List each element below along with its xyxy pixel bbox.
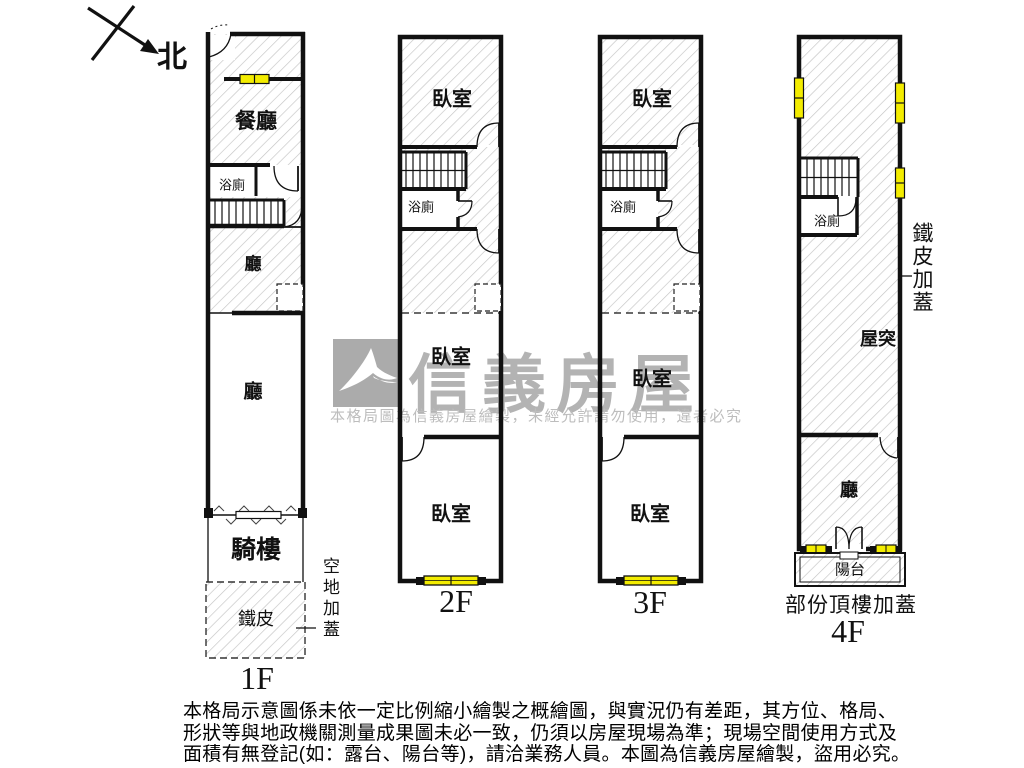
room-label-2f-bed-mid: 臥室 bbox=[431, 346, 471, 369]
door-2f-bath bbox=[457, 200, 473, 218]
window-4f-left bbox=[793, 77, 805, 119]
floor-caption-3f: 3F bbox=[633, 584, 667, 620]
plan-4f bbox=[793, 34, 912, 587]
room-label-4f-bath: 浴廁 bbox=[813, 213, 841, 229]
door-3f-top bbox=[676, 122, 700, 148]
balcony-4f bbox=[794, 551, 906, 587]
door-1f-bath bbox=[273, 165, 299, 192]
door-1f-stairs bbox=[283, 204, 303, 228]
disclaimer-line-2: 形狀等與地政機關測量成果圖未必一致，仍須以房屋現場為準；現場空間使用方式及 bbox=[183, 722, 898, 744]
window-4f-right-lower bbox=[894, 167, 906, 199]
room-label-1f-dining: 餐廳 bbox=[235, 110, 277, 133]
door-3f-mid bbox=[676, 228, 700, 254]
disclaimer-line-3: 面積有無登記(如：露台、陽台等)，請洽業務人員。本圖為信義房屋繪製，盜用必究。 bbox=[183, 744, 911, 765]
room-label-2f-bed-low: 臥室 bbox=[431, 503, 471, 526]
stairs-3f bbox=[600, 150, 668, 191]
window-3f-front bbox=[616, 575, 686, 586]
floor-caption-4f: 4F bbox=[831, 613, 865, 649]
stairs-1f bbox=[208, 198, 286, 229]
door-2f-top bbox=[476, 122, 500, 148]
plan-3f bbox=[597, 34, 704, 586]
room-label-4f-roof: 屋突 bbox=[860, 329, 896, 349]
watermark-brand: 信義房屋 bbox=[408, 349, 704, 421]
side-note-4f: 鐵皮加蓋 bbox=[910, 222, 933, 314]
room-label-4f-balcony: 陽台 bbox=[834, 561, 866, 579]
door-entry-1f bbox=[208, 24, 232, 58]
stairs-2f bbox=[400, 150, 468, 191]
watermark-notice: 本格局圖為信義房屋繪製，未經允許請勿使用，違者必究 bbox=[330, 408, 743, 425]
room-label-3f-bed-mid: 臥室 bbox=[632, 368, 672, 391]
stairs-4f bbox=[801, 156, 860, 199]
disclaimer-text: 本格局示意圖係未依一定比例縮小繪製之概繪圖，與實況仍有差距，其方位、格局、 形狀… bbox=[183, 701, 910, 766]
north-arrow-icon bbox=[87, 5, 159, 61]
door-2f-mid bbox=[476, 228, 500, 254]
room-label-1f-hall-upper: 廳 bbox=[244, 254, 262, 274]
window-2f-front bbox=[416, 575, 486, 586]
north-label: 北 bbox=[157, 41, 187, 74]
room-label-2f-bath: 浴廁 bbox=[407, 199, 435, 215]
door-4f-hall bbox=[879, 436, 899, 459]
floor-caption-1f: 1F bbox=[240, 660, 274, 696]
caption-4f-rooftop: 部份頂樓加蓋 bbox=[785, 594, 917, 617]
room-label-1f-arcade: 騎樓 bbox=[230, 536, 282, 564]
plan-1f bbox=[204, 24, 316, 659]
door-3f-bath bbox=[657, 200, 673, 218]
sinyi-logo-icon bbox=[333, 339, 401, 407]
window-4f-right-upper bbox=[894, 82, 906, 124]
logo-swoosh bbox=[339, 348, 397, 391]
room-label-1f-metal: 鐵皮 bbox=[238, 609, 274, 629]
room-label-3f-bed-top: 臥室 bbox=[632, 88, 672, 111]
room-label-3f-bath: 浴廁 bbox=[609, 199, 637, 215]
room-label-4f-hall: 廳 bbox=[840, 480, 858, 500]
metal-annex-1f bbox=[205, 581, 306, 659]
plan-2f bbox=[397, 34, 504, 586]
french-door-4f bbox=[835, 526, 863, 550]
side-note-1f: 空地加蓋 bbox=[320, 557, 339, 641]
door-3f-low bbox=[601, 436, 625, 462]
room-label-1f-hall-lower: 廳 bbox=[243, 381, 263, 403]
floor-caption-2f: 2F bbox=[439, 583, 473, 619]
sliding-door-1f bbox=[204, 505, 307, 525]
room-label-2f-bed-top: 臥室 bbox=[432, 88, 472, 111]
room-label-1f-bath: 浴廁 bbox=[218, 177, 246, 193]
window-1f-dining bbox=[239, 73, 270, 85]
room-label-3f-bed-low: 臥室 bbox=[630, 503, 670, 526]
disclaimer-line-1: 本格局示意圖係未依一定比例縮小繪製之概繪圖，與實況仍有差距，其方位、格局、 bbox=[183, 701, 898, 722]
door-2f-low bbox=[401, 436, 425, 462]
